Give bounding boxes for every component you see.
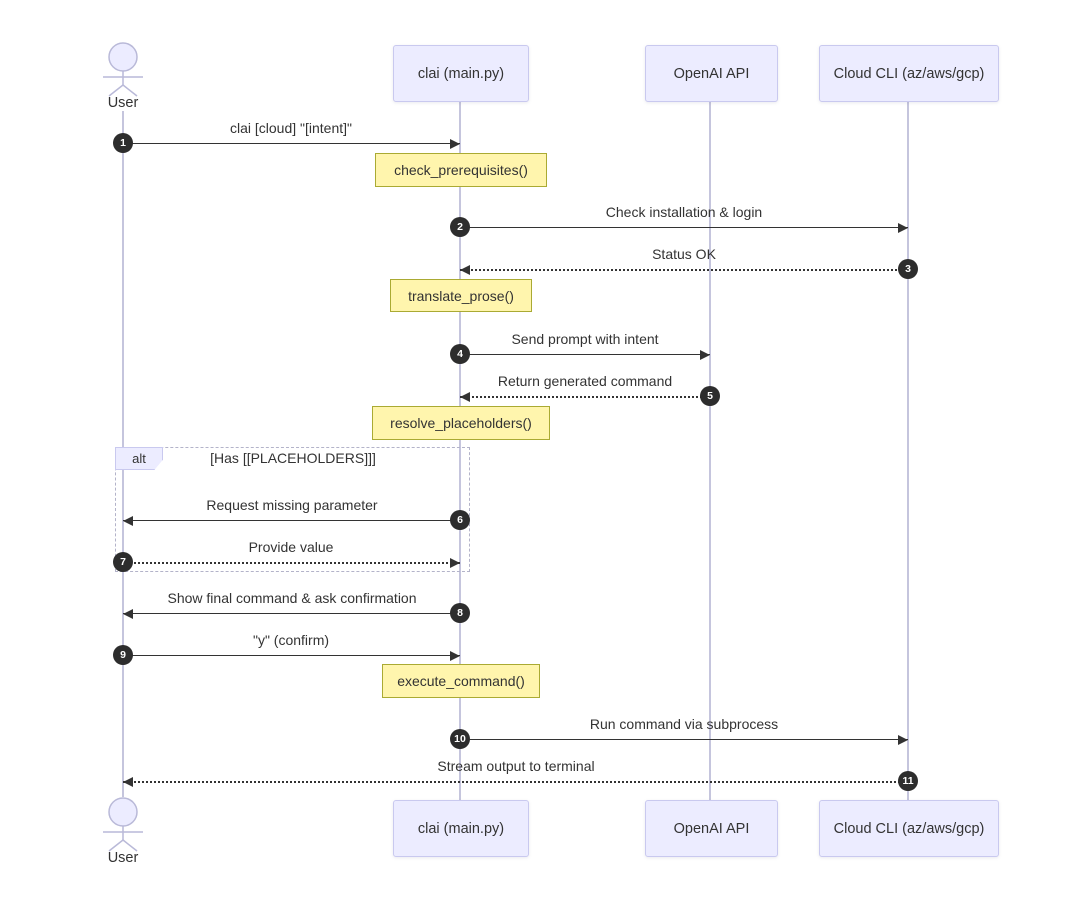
alt-frame bbox=[115, 447, 470, 572]
message-line bbox=[460, 739, 908, 740]
note-check-prerequisites: check_prerequisites() bbox=[375, 153, 547, 187]
message-line bbox=[123, 655, 460, 656]
participant-box-cloud-cli-top: Cloud CLI (az/aws/gcp) bbox=[819, 45, 999, 102]
sequence-number-badge: 10 bbox=[450, 729, 470, 749]
arrowhead-icon bbox=[898, 735, 908, 745]
lifeline-clai bbox=[459, 100, 461, 800]
sequence-number-badge: 9 bbox=[113, 645, 133, 665]
arrowhead-icon bbox=[460, 392, 470, 402]
sequence-number-badge: 1 bbox=[113, 133, 133, 153]
actor-label-bottom: User bbox=[107, 850, 139, 866]
message-line bbox=[460, 269, 908, 271]
message-label: Provide value bbox=[248, 539, 334, 555]
sequence-number-badge: 4 bbox=[450, 344, 470, 364]
participant-box-openai-top: OpenAI API bbox=[645, 45, 778, 102]
user-actor-icon-bottom bbox=[103, 797, 143, 852]
arrowhead-icon bbox=[450, 558, 460, 568]
participant-box-openai-bottom: OpenAI API bbox=[645, 800, 778, 857]
message-label: Return generated command bbox=[497, 373, 673, 389]
message-line bbox=[123, 613, 460, 614]
sequence-number-badge: 5 bbox=[700, 386, 720, 406]
message-label: clai [cloud] "[intent]" bbox=[229, 120, 353, 136]
message-line bbox=[123, 781, 908, 783]
lifeline-openai bbox=[709, 100, 711, 800]
participant-box-cloud-cli-bottom: Cloud CLI (az/aws/gcp) bbox=[819, 800, 999, 857]
message-line bbox=[460, 227, 908, 228]
message-label: Check installation & login bbox=[605, 204, 763, 220]
sequence-number-badge: 2 bbox=[450, 217, 470, 237]
arrowhead-icon bbox=[123, 777, 133, 787]
sequence-number-badge: 6 bbox=[450, 510, 470, 530]
user-actor-icon-top bbox=[103, 42, 143, 97]
note-translate-prose: translate_prose() bbox=[390, 279, 532, 312]
arrowhead-icon bbox=[450, 139, 460, 149]
arrowhead-icon bbox=[123, 516, 133, 526]
lifeline-cloud-cli bbox=[907, 100, 909, 800]
alt-frame-label: alt bbox=[115, 447, 163, 470]
message-label: Show final command & ask confirmation bbox=[167, 590, 417, 606]
arrowhead-icon bbox=[450, 651, 460, 661]
sequence-number-badge: 8 bbox=[450, 603, 470, 623]
message-label: "y" (confirm) bbox=[252, 632, 330, 648]
message-label: Send prompt with intent bbox=[511, 331, 659, 347]
message-line bbox=[123, 143, 460, 144]
message-line bbox=[123, 520, 460, 521]
sequence-number-badge: 3 bbox=[898, 259, 918, 279]
message-label: Run command via subprocess bbox=[589, 716, 779, 732]
message-line bbox=[460, 396, 710, 398]
note-execute-command: execute_command() bbox=[382, 664, 540, 698]
arrowhead-icon bbox=[700, 350, 710, 360]
arrowhead-icon bbox=[123, 609, 133, 619]
message-line bbox=[123, 562, 460, 564]
arrowhead-icon bbox=[460, 265, 470, 275]
actor-label-top: User bbox=[107, 95, 139, 111]
alt-frame-condition: [Has [[PLACEHOLDERS]]] bbox=[210, 450, 376, 466]
message-line bbox=[460, 354, 710, 355]
message-label: Status OK bbox=[652, 246, 716, 262]
sequence-number-badge: 7 bbox=[113, 552, 133, 572]
note-resolve-placeholders: resolve_placeholders() bbox=[372, 406, 550, 440]
participant-box-clai-top: clai (main.py) bbox=[393, 45, 529, 102]
message-label: Stream output to terminal bbox=[437, 758, 595, 774]
arrowhead-icon bbox=[898, 223, 908, 233]
message-label: Request missing parameter bbox=[206, 497, 378, 513]
participant-box-clai-bottom: clai (main.py) bbox=[393, 800, 529, 857]
sequence-number-badge: 11 bbox=[898, 771, 918, 791]
